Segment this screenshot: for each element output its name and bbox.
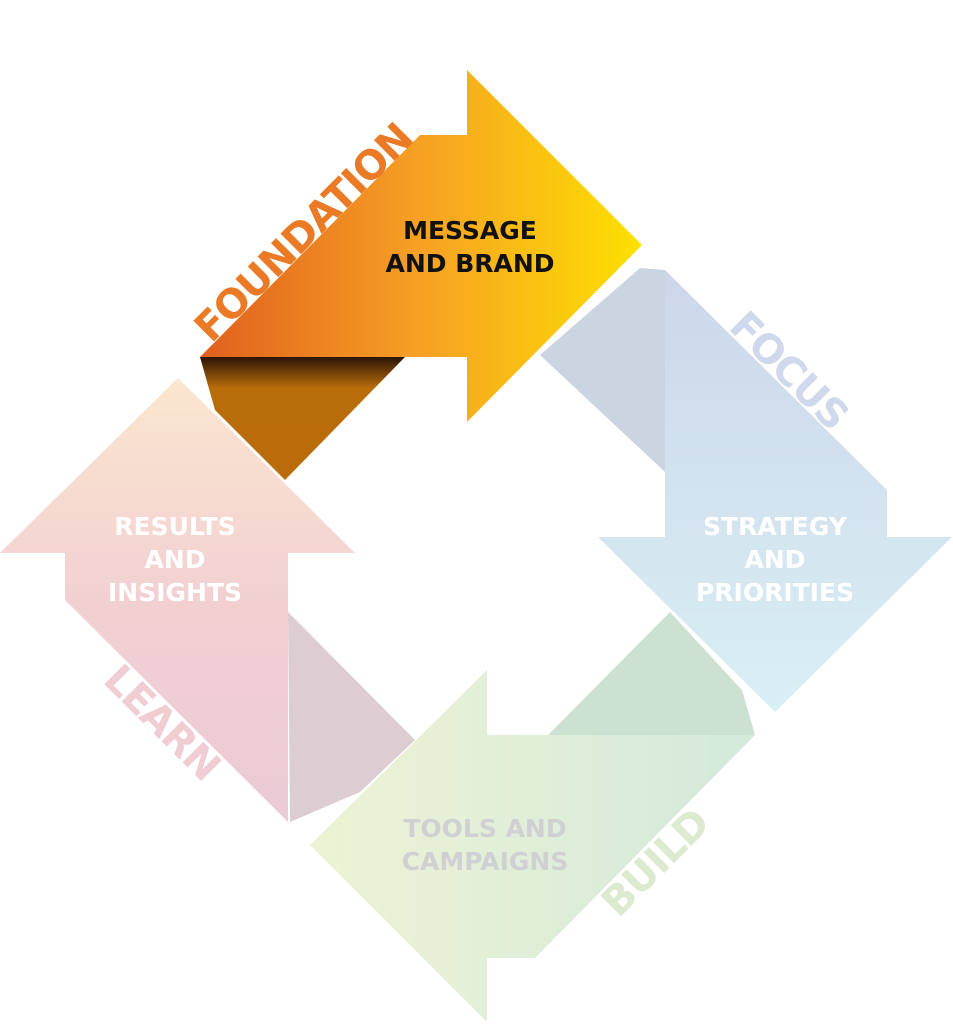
build-fold (548, 612, 755, 735)
label-line: RESULTS (114, 512, 236, 541)
build-arrow (310, 670, 755, 1022)
foundation-arrow (200, 70, 642, 422)
label-line: STRATEGY (703, 512, 847, 541)
label-line: AND (144, 545, 206, 574)
label-line: INSIGHTS (107, 578, 243, 607)
label-line: AND BRAND (385, 249, 555, 278)
focus-fold (540, 268, 665, 472)
learn-arrow (0, 378, 355, 822)
foundation-fold (200, 357, 405, 480)
label-strategy-and-priorities: STRATEGY AND PRIORITIES (680, 510, 870, 609)
label-tools-and-campaigns: TOOLS AND CAMPAIGNS (380, 812, 590, 878)
label-line: CAMPAIGNS (401, 847, 569, 876)
label-results-and-insights: RESULTS AND INSIGHTS (80, 510, 270, 609)
focus-arrow (598, 270, 952, 712)
label-line: PRIORITIES (695, 578, 855, 607)
label-message-and-brand: MESSAGE AND BRAND (370, 214, 570, 280)
label-line: AND (744, 545, 806, 574)
label-line: TOOLS AND (403, 814, 567, 843)
label-line: MESSAGE (403, 216, 537, 245)
learn-fold (288, 612, 415, 822)
